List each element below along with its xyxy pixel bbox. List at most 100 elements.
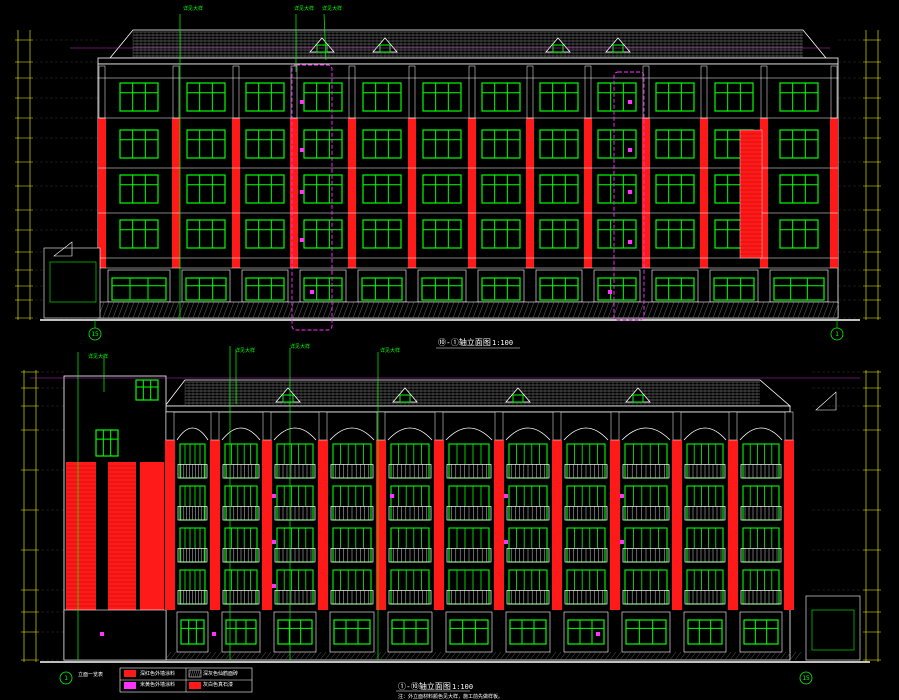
pier-capital <box>165 411 175 441</box>
plinth-hatch <box>504 651 512 661</box>
window <box>509 619 547 645</box>
dormer-window <box>552 44 564 53</box>
plinth-hatch <box>584 651 592 661</box>
plinth-hatch <box>202 301 210 319</box>
plinth-hatch <box>324 651 332 661</box>
plinth-hatch <box>487 301 495 319</box>
axis-bubble-label: 15 <box>802 675 810 682</box>
window <box>655 174 695 204</box>
plinth-hatch <box>684 651 692 661</box>
section-marker <box>613 71 645 321</box>
window-frame <box>119 219 159 249</box>
plinth-hatch <box>704 651 712 661</box>
plinth-hatch <box>637 301 645 319</box>
window-frame <box>713 277 755 301</box>
plinth-hatch <box>434 651 442 661</box>
plinth-hatch <box>427 301 435 319</box>
window <box>773 277 825 301</box>
balcony <box>684 443 726 479</box>
window-frame <box>779 174 819 204</box>
balcony <box>388 527 432 563</box>
plinth-hatch <box>544 651 552 661</box>
roof-dormer <box>392 387 418 403</box>
plinth-hatch <box>729 651 737 661</box>
pier-capital <box>376 411 386 441</box>
balcony <box>330 443 374 479</box>
plinth-hatch <box>572 301 580 319</box>
plinth-hatch <box>397 301 405 319</box>
plinth-hatch <box>452 301 460 319</box>
pier-upper <box>760 65 768 119</box>
balcony <box>222 485 260 521</box>
plinth-hatch <box>192 301 200 319</box>
plinth-hatch <box>329 651 337 661</box>
balcony <box>388 569 432 605</box>
plinth-hatch <box>477 301 485 319</box>
plinth-hatch <box>469 651 477 661</box>
balcony <box>684 485 726 521</box>
roof-dormer <box>309 37 335 53</box>
plinth-hatch <box>702 301 710 319</box>
plinth-hatch <box>272 301 280 319</box>
plinth-hatch <box>779 651 787 661</box>
plinth-hatch <box>569 651 577 661</box>
red-pier <box>108 462 136 610</box>
balcony <box>564 485 608 521</box>
plinth-hatch <box>604 651 612 661</box>
red-pier <box>760 118 768 268</box>
plinth-hatch <box>689 651 697 661</box>
plinth-hatch <box>622 301 630 319</box>
window-frame <box>303 174 343 204</box>
window-frame <box>303 277 343 301</box>
plinth-hatch <box>307 301 315 319</box>
plinth-hatch <box>117 301 125 319</box>
plinth-hatch <box>444 651 452 661</box>
roof-dormer <box>625 387 651 403</box>
plinth-hatch <box>802 301 810 319</box>
plinth-hatch <box>629 651 637 661</box>
plinth-hatch <box>464 651 472 661</box>
plinth-hatch <box>682 301 690 319</box>
plinth-hatch <box>614 651 622 661</box>
window-frame <box>655 277 695 301</box>
plinth-hatch <box>204 651 212 661</box>
window <box>245 129 285 159</box>
callout-label: 详见大样 <box>88 353 108 360</box>
legend-label: 立面一览表 <box>78 671 103 678</box>
window-frame <box>655 219 695 249</box>
plinth-hatch <box>274 651 282 661</box>
magenta-tag <box>300 148 304 152</box>
pier-upper <box>98 65 106 119</box>
plinth-hatch <box>297 301 305 319</box>
balcony <box>274 569 316 605</box>
window-frame <box>225 619 257 645</box>
plinth-hatch <box>674 651 682 661</box>
plinth-hatch <box>179 651 187 661</box>
dormer-window <box>282 394 294 403</box>
window <box>539 174 579 204</box>
tower-base <box>63 609 167 661</box>
elevation-mark <box>815 391 837 411</box>
plinth-hatch <box>639 651 647 661</box>
magenta-tag <box>504 540 508 544</box>
plinth-hatch <box>442 301 450 319</box>
magenta-tag <box>300 238 304 242</box>
plinth-hatch <box>152 301 160 319</box>
window-frame <box>303 82 343 112</box>
plinth-hatch <box>717 301 725 319</box>
pier-capital <box>552 411 562 441</box>
window <box>422 174 462 204</box>
bottom-elevation-scale: 1:100 <box>452 683 473 691</box>
plinth-hatch <box>832 301 840 319</box>
window <box>186 129 226 159</box>
balcony <box>388 443 432 479</box>
plinth-hatch <box>722 301 730 319</box>
window <box>481 129 521 159</box>
magenta-tag <box>310 290 314 294</box>
window-frame <box>773 277 825 301</box>
red-pier <box>376 440 386 610</box>
plinth-hatch <box>787 301 795 319</box>
plinth-hatch <box>417 301 425 319</box>
window <box>779 129 819 159</box>
window-frame <box>481 129 521 159</box>
